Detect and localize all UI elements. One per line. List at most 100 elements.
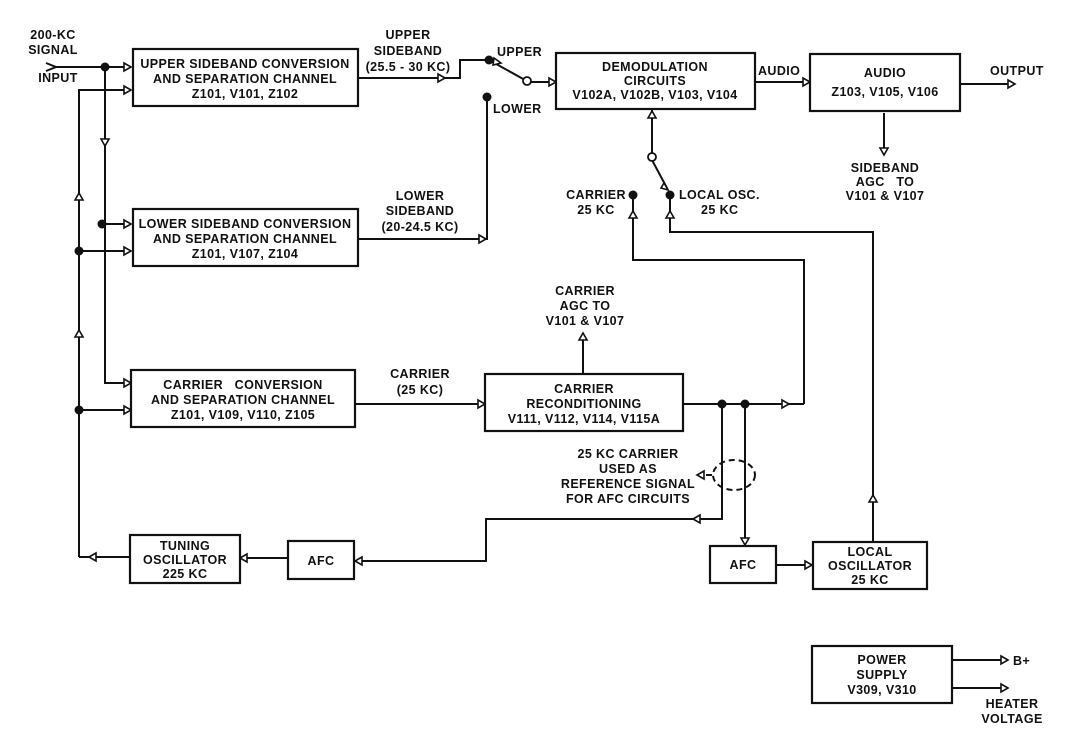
switch-contact-local-osc[interactable] [665,190,675,200]
block-label: V102A, V102B, V103, V104 [572,88,737,102]
arrowheads [73,56,1017,694]
block-label: Z101, V101, Z102 [192,87,298,101]
label-reference-note: REFERENCE SIGNAL [561,477,695,491]
label-upper-sideband: (25.5 - 30 KC) [366,60,451,74]
switch-contact-upper[interactable] [484,55,494,65]
arrow-icon [1000,682,1010,694]
block-audio[interactable]: AUDIO Z103, V105, V106 [808,52,962,113]
block-label: OSCILLATOR [143,553,227,567]
block-lower-sideband[interactable]: LOWER SIDEBAND CONVERSION AND SEPARATION… [131,207,360,268]
labels: 200-KC SIGNAL INPUT UPPER SIDEBAND (25.5… [28,28,1044,726]
arrow-icon [123,245,133,257]
block-label: Z101, V107, Z104 [192,247,298,261]
label-output: OUTPUT [990,64,1044,78]
block-label: CARRIER [554,382,614,396]
label-carrier-25kc: 25 KC [577,203,614,217]
block-label: POWER [857,653,906,667]
wire-carrier-contact [632,196,805,404]
wire-ref-left [355,404,723,562]
switch-contact-lower[interactable] [482,92,492,102]
junction-dot [100,62,110,72]
wire-osc-bus [78,89,130,557]
block-label: TUNING [160,539,210,553]
label-switch-upper: UPPER [497,45,542,59]
junction-dot [717,399,727,409]
switch-pivot-carrier[interactable] [647,152,657,162]
block-label: 25 KC [851,573,888,587]
block-label: AND SEPARATION CHANNEL [153,232,337,246]
label-lower-sideband: LOWER [396,189,445,203]
arrow-icon [123,61,133,73]
label-input-signal: SIGNAL [28,43,78,57]
arrow-icon [804,559,814,571]
block-power-supply[interactable]: POWER SUPPLY V309, V310 [810,644,954,705]
arrow-icon [781,398,791,410]
label-local-osc: LOCAL OSC. [679,188,760,202]
block-local-oscillator[interactable]: LOCAL OSCILLATOR 25 KC [811,540,929,591]
arrow-icon [123,404,133,416]
label-b-plus: B+ [1013,654,1030,668]
label-upper-sideband: SIDEBAND [374,44,442,58]
block-carrier-conversion[interactable]: CARRIER CONVERSION AND SEPARATION CHANNE… [129,368,357,429]
block-label: AND SEPARATION CHANNEL [153,72,337,86]
label-audio: AUDIO [758,64,800,78]
label-reference-note: 25 KC CARRIER [577,447,678,461]
label-carrier: (25 KC) [397,383,444,397]
arrow-icon [659,181,670,192]
label-carrier-agc: AGC TO [560,299,611,313]
arrow-icon [123,218,133,230]
block-label: DEMODULATION [602,60,708,74]
arrow-icon [492,56,503,67]
block-label: AND SEPARATION CHANNEL [151,393,335,407]
label-lower-sideband: SIDEBAND [386,204,454,218]
block-label: V111, V112, V114, V115A [508,412,660,426]
wire-upper-out [358,59,489,79]
arrow-icon [353,555,363,567]
label-heater-voltage: VOLTAGE [981,712,1042,726]
block-afc-left[interactable]: AFC [286,539,356,581]
arrow-icon [478,233,488,245]
block-label: UPPER SIDEBAND CONVERSION [140,57,349,71]
label-carrier-25kc: CARRIER [566,188,626,202]
block-label: AFC [308,554,335,568]
block-tuning-oscillator[interactable]: TUNING OSCILLATOR 225 KC [128,533,242,585]
arrow-icon [802,76,812,88]
block-label: CARRIER CONVERSION [163,378,322,392]
label-sideband-agc: AGC TO [856,175,915,189]
block-label: Z103, V105, V106 [831,85,938,99]
reference-signal-circle [712,459,756,491]
label-upper-sideband: UPPER [385,28,430,42]
block-label: LOCAL [847,545,892,559]
label-switch-lower: LOWER [493,102,542,116]
block-afc-right[interactable]: AFC [708,544,778,585]
arrow-icon [1000,654,1010,666]
block-label: V309, V310 [847,683,916,697]
block-upper-sideband[interactable]: UPPER SIDEBAND CONVERSION AND SEPARATION… [131,47,360,108]
switch-contact-carrier[interactable] [628,190,638,200]
wire-carrier-switch [651,110,669,191]
wire-signal-bus [104,67,130,384]
block-label: Z101, V109, V110, Z105 [171,408,315,422]
arrow-icon [73,191,85,201]
block-label: RECONDITIONING [526,397,641,411]
label-reference-note: USED AS [599,462,657,476]
arrow-icon [1007,78,1017,90]
arrow-icon [691,513,701,525]
arrow-icon [437,72,447,84]
label-carrier-agc: CARRIER [555,284,615,298]
label-heater-voltage: HEATER [986,697,1039,711]
junction-dot [740,399,750,409]
arrow-icon [123,377,133,389]
label-sideband-agc: SIDEBAND [851,161,919,175]
block-label: AUDIO [864,66,906,80]
arrow-icon [577,331,589,341]
label-lower-sideband: (20-24.5 KC) [381,220,458,234]
block-demodulation[interactable]: DEMODULATION CIRCUITS V102A, V102B, V103… [554,51,757,111]
arrow-icon [867,493,879,503]
junction-dot [74,405,84,415]
arrow-icon [627,209,639,219]
block-label: CIRCUITS [624,74,686,88]
switch-pivot-sideband[interactable] [522,76,532,86]
junction-dot [74,246,84,256]
block-carrier-reconditioning[interactable]: CARRIER RECONDITIONING V111, V112, V114,… [483,372,685,433]
